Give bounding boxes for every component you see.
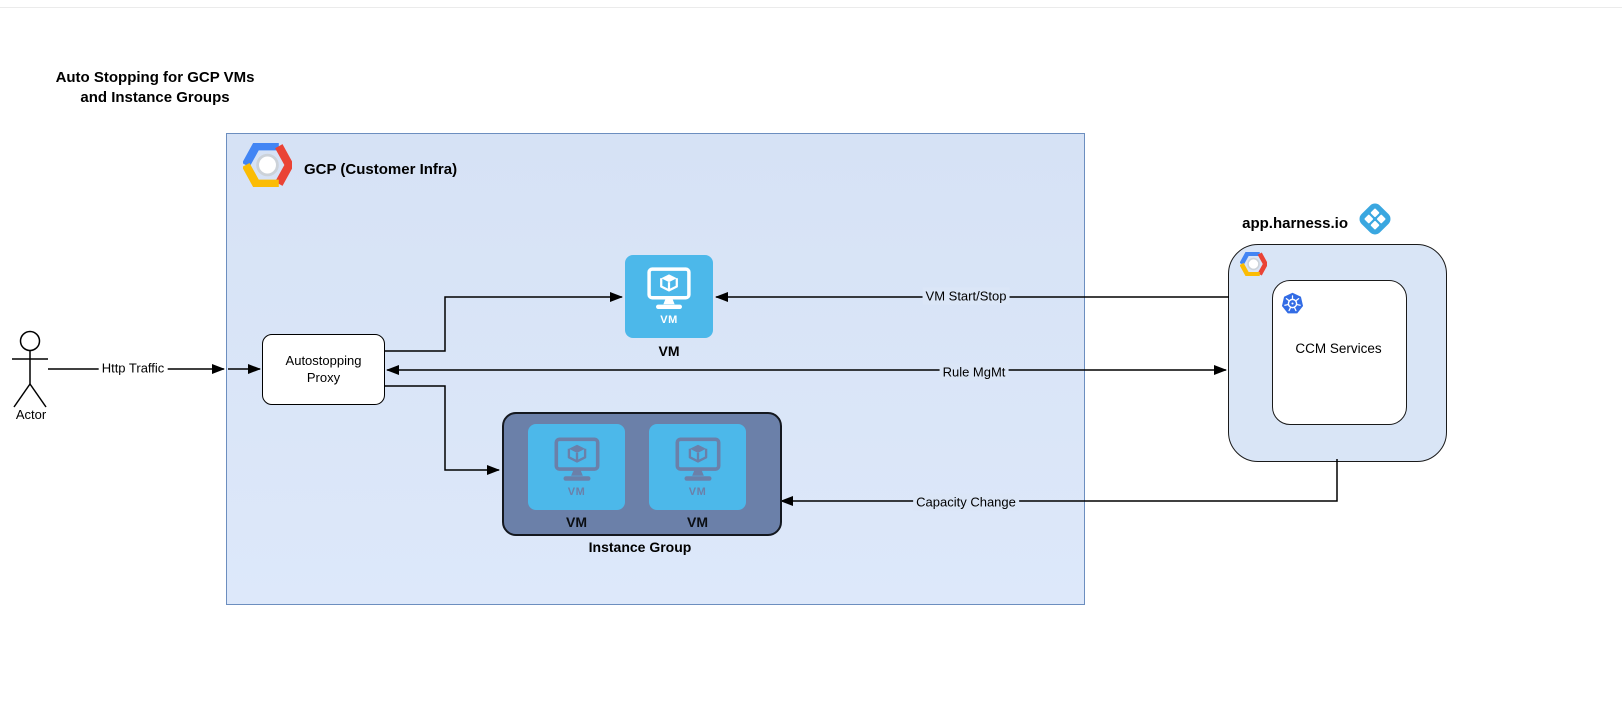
instance-group-vm-label: VM (687, 514, 708, 530)
gcp-container-label: GCP (Customer Infra) (304, 161, 458, 178)
edge-label-rule-mgmt: Rule MgMt (939, 363, 1009, 381)
edge-label-capacity-change: Capacity Change (913, 493, 1019, 511)
vm-badge: VM (660, 314, 678, 326)
instance-group-vm-node: VM (649, 424, 746, 510)
vm-monitor-icon (554, 437, 599, 481)
vm-label: VM (658, 343, 680, 359)
diagram-title: Auto Stopping for GCP VMs and Instance G… (55, 69, 255, 107)
vm-monitor-icon (647, 267, 691, 309)
gcp-logo-icon (243, 143, 292, 187)
gcp-logo-icon (1240, 252, 1267, 276)
autostopping-proxy-label: Autostopping Proxy (285, 352, 362, 385)
edge-label-http-traffic: Http Traffic (98, 359, 168, 377)
vm-badge: VM (567, 485, 586, 498)
actor-label: Actor (15, 407, 47, 422)
kubernetes-icon (1281, 292, 1304, 314)
instance-group-label: Instance Group (588, 539, 692, 555)
vm-badge: VM (688, 485, 707, 498)
instance-group-vm-node: VM (528, 424, 625, 510)
actor-icon (12, 330, 48, 408)
harness-title: app.harness.io (1242, 215, 1348, 232)
ccm-services-label: CCM Services (1295, 341, 1382, 356)
instance-group-vm-label: VM (566, 514, 587, 530)
vm-node: VM (625, 255, 713, 338)
autostopping-proxy-node: Autostopping Proxy (262, 334, 385, 405)
edge-label-vm-start-stop: VM Start/Stop (922, 287, 1010, 305)
vm-monitor-icon (675, 437, 720, 481)
page-top-divider (0, 7, 1622, 8)
harness-logo-icon (1359, 203, 1391, 235)
